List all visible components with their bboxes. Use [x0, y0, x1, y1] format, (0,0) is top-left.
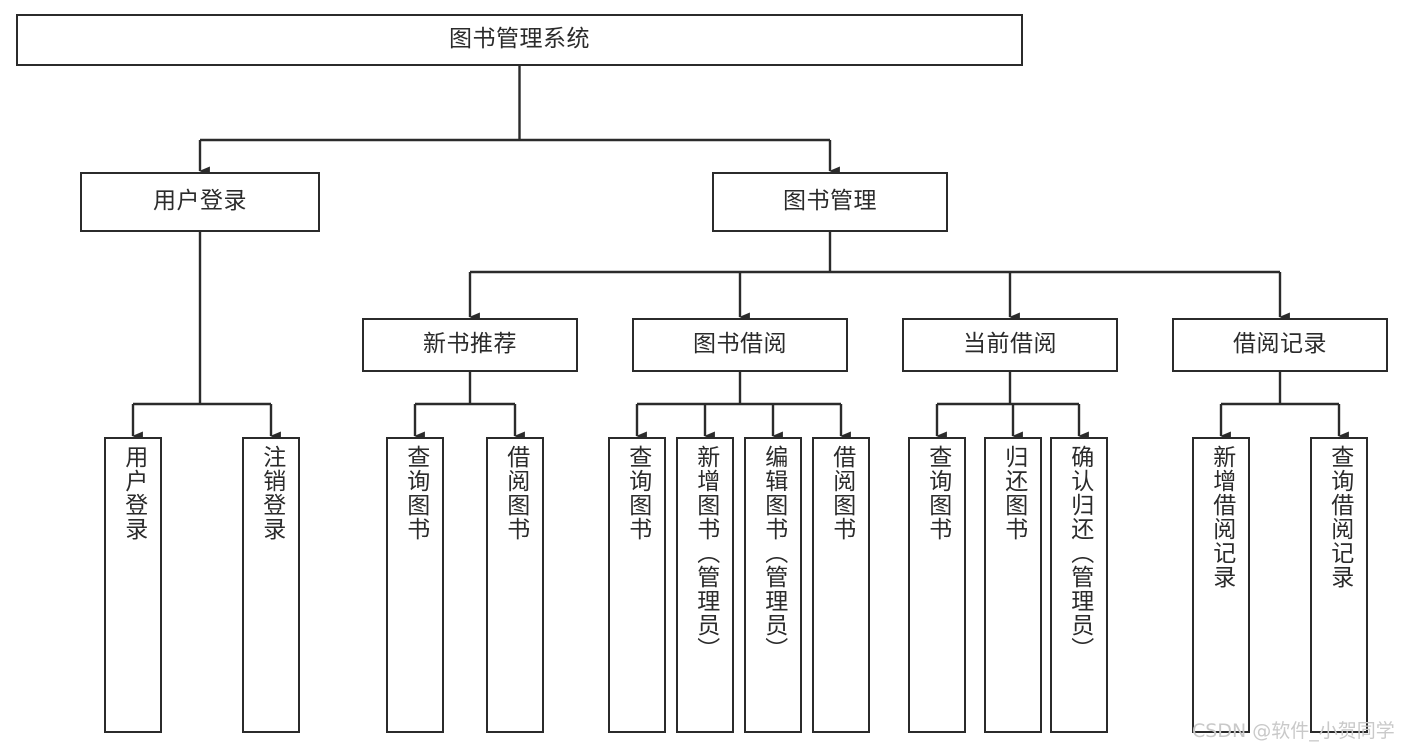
node-book_manage: 图书管理 — [712, 172, 948, 232]
node-leaf_q_book2: 查询图书 — [608, 437, 666, 733]
node-label-leaf_q_log: 查询借阅记录 — [1326, 445, 1353, 589]
node-label-leaf_q_book2: 查询图书 — [624, 445, 651, 541]
node-label-leaf_add_book: 新增图书（管理员） — [692, 445, 719, 661]
node-label-leaf_b_book1: 借阅图书 — [502, 445, 529, 541]
node-label-leaf_q_book1: 查询图书 — [402, 445, 429, 541]
node-leaf_edit_book: 编辑图书（管理员） — [744, 437, 802, 733]
node-leaf_b_book1: 借阅图书 — [486, 437, 544, 733]
node-label-leaf_confirm: 确认归还（管理员） — [1066, 445, 1093, 661]
node-label-leaf_return: 归还图书 — [1000, 445, 1027, 541]
node-label-leaf_logout: 注销登录 — [258, 445, 285, 541]
node-label-leaf_edit_book: 编辑图书（管理员） — [760, 445, 787, 661]
node-leaf_b_book2: 借阅图书 — [812, 437, 870, 733]
node-label-borrow_log: 借阅记录 — [1233, 331, 1327, 358]
node-leaf_q_log: 查询借阅记录 — [1310, 437, 1368, 733]
node-label-leaf_q_book3: 查询图书 — [924, 445, 951, 541]
node-label-cur_borrow: 当前借阅 — [963, 331, 1057, 358]
node-leaf_add_log: 新增借阅记录 — [1192, 437, 1250, 733]
node-leaf_logout: 注销登录 — [242, 437, 300, 733]
node-root: 图书管理系统 — [16, 14, 1023, 66]
node-leaf_return: 归还图书 — [984, 437, 1042, 733]
node-leaf_login: 用户登录 — [104, 437, 162, 733]
node-label-leaf_login: 用户登录 — [120, 445, 147, 541]
node-label-root: 图书管理系统 — [449, 26, 590, 53]
node-new_rec: 新书推荐 — [362, 318, 578, 372]
node-label-new_rec: 新书推荐 — [423, 331, 517, 358]
node-label-leaf_add_log: 新增借阅记录 — [1208, 445, 1235, 589]
node-leaf_q_book1: 查询图书 — [386, 437, 444, 733]
node-borrow_log: 借阅记录 — [1172, 318, 1388, 372]
node-book_borrow: 图书借阅 — [632, 318, 848, 372]
node-leaf_add_book: 新增图书（管理员） — [676, 437, 734, 733]
node-label-book_manage: 图书管理 — [783, 188, 877, 215]
node-leaf_confirm: 确认归还（管理员） — [1050, 437, 1108, 733]
node-label-user_login: 用户登录 — [153, 188, 247, 215]
node-user_login: 用户登录 — [80, 172, 320, 232]
node-label-leaf_b_book2: 借阅图书 — [828, 445, 855, 541]
watermark-label: CSDN @软件_小贺同学 — [1192, 720, 1395, 742]
node-label-book_borrow: 图书借阅 — [693, 331, 787, 358]
node-leaf_q_book3: 查询图书 — [908, 437, 966, 733]
node-cur_borrow: 当前借阅 — [902, 318, 1118, 372]
